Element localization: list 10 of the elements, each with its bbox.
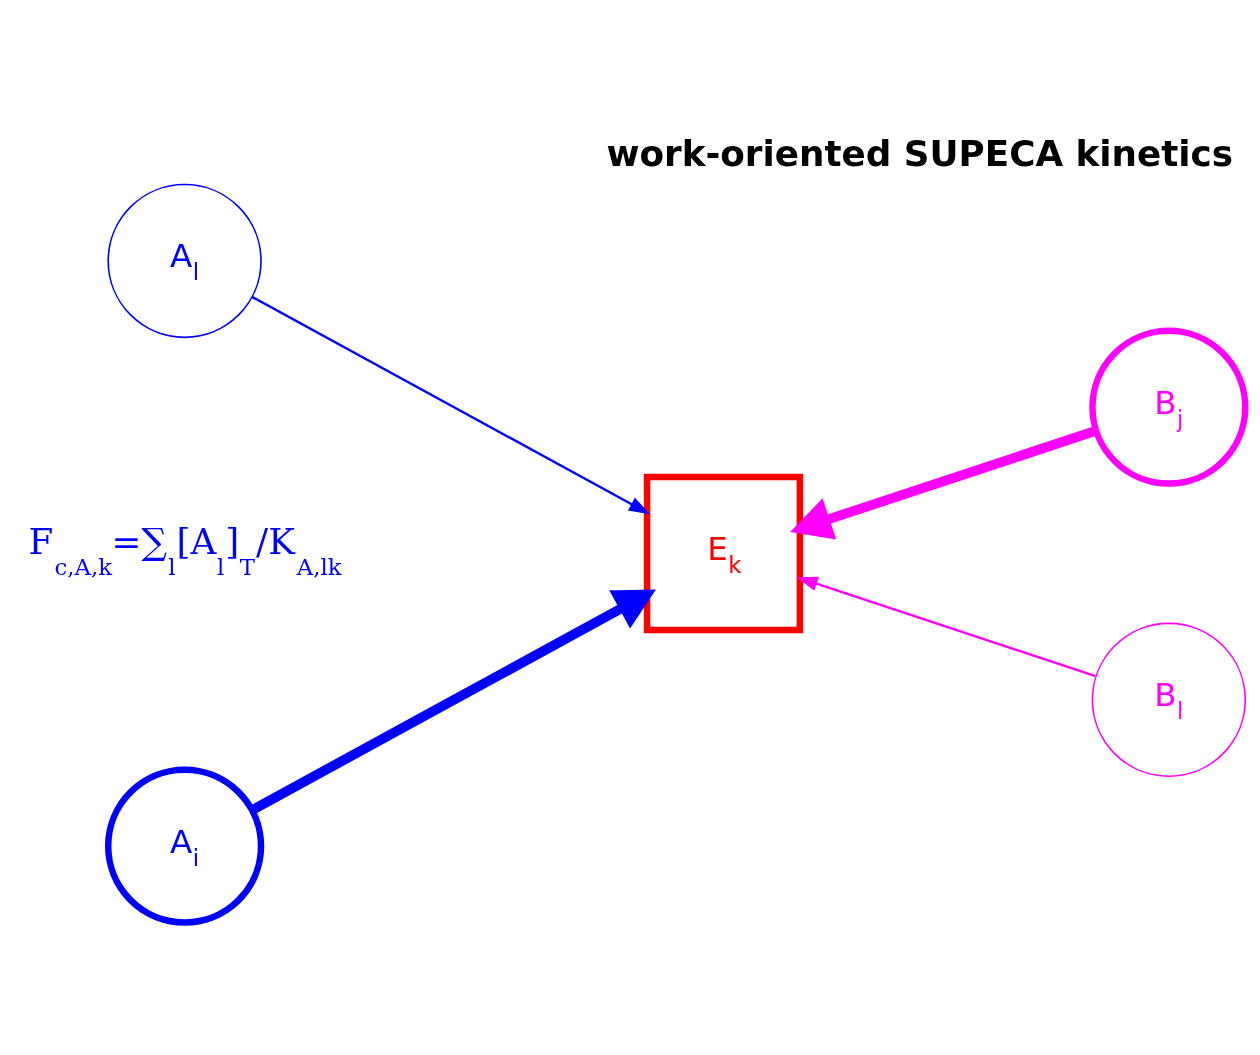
arrow — [790, 426, 1098, 540]
arrow — [251, 296, 650, 515]
arrow — [250, 589, 656, 815]
diagram-title: work-oriented SUPECA kinetics — [606, 132, 1234, 174]
node-circle: B$_{j}$ — [1089, 327, 1249, 487]
node-circle: A$_{i}$ — [104, 766, 265, 926]
arrow — [796, 576, 1096, 678]
node-circle: B$_{l}$ — [1091, 622, 1247, 777]
node-box: E$_{k}$ — [643, 473, 804, 634]
node-circle: A$_{l}$ — [107, 183, 262, 339]
